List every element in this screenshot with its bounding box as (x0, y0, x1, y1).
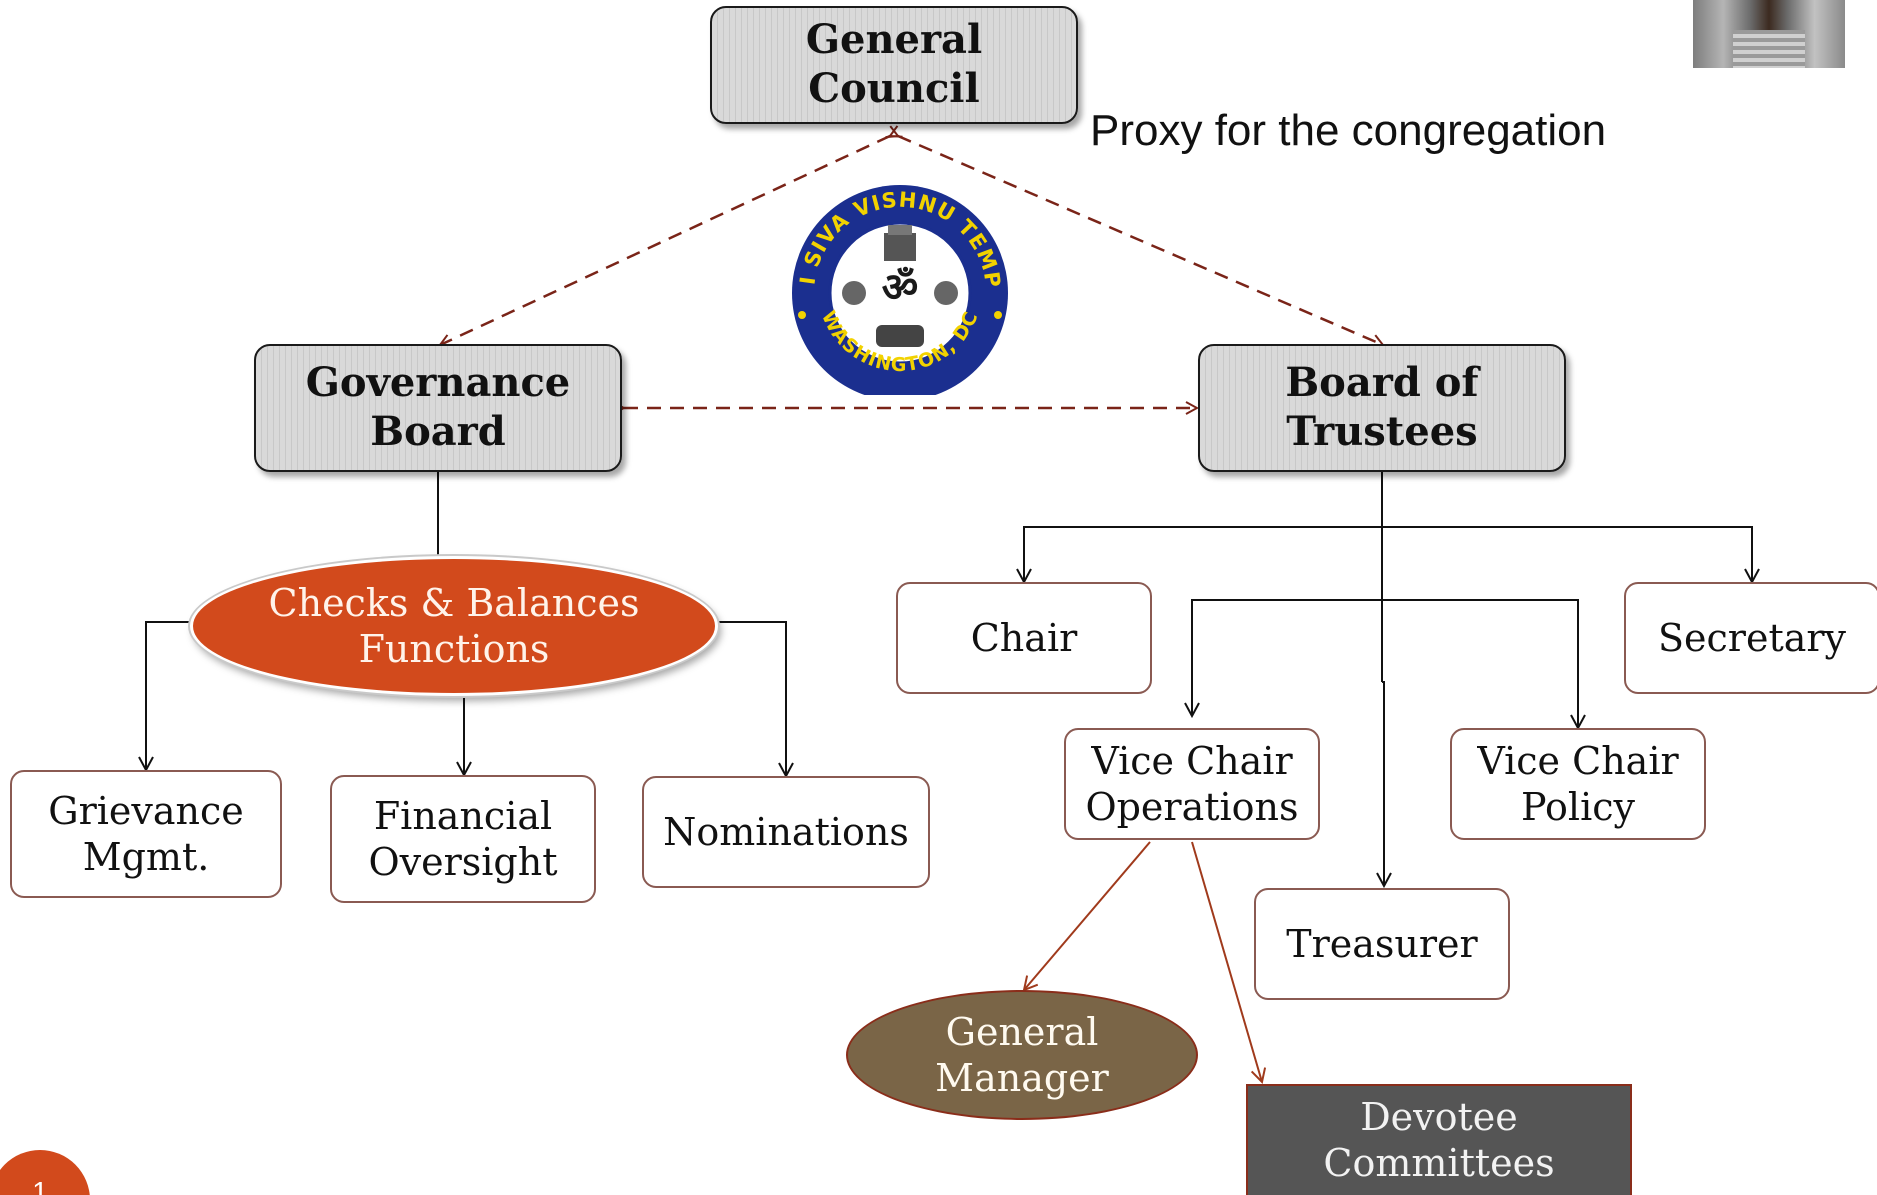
treasurer-label: Treasurer (1286, 921, 1478, 966)
treasurer-box: Treasurer (1254, 888, 1510, 1000)
governance-board-box: Governance Board (254, 344, 622, 472)
grievance-label: Grievance Mgmt. (48, 788, 244, 879)
chair-box: Chair (896, 582, 1152, 694)
temple-logo: SRI SIVA VISHNU TEMPLE WASHINGTON, DC ॐ (780, 175, 1008, 395)
general-council-box: General Council (710, 6, 1078, 124)
temple-photo (1693, 0, 1845, 68)
chair-label: Chair (970, 615, 1078, 660)
board-of-trustees-label: Board of Trustees (1285, 359, 1479, 455)
grievance-box: Grievance Mgmt. (10, 770, 282, 898)
general-council-label: General Council (805, 16, 983, 112)
nominations-box: Nominations (642, 776, 930, 888)
link-council-governance (440, 136, 890, 345)
nominations-label: Nominations (663, 809, 909, 854)
vice-chair-policy-label: Vice Chair Policy (1477, 738, 1679, 829)
checks-balances-oval: Checks & Balances Functions (190, 556, 718, 696)
financial-oversight-label: Financial Oversight (368, 793, 558, 884)
proxy-annotation: Proxy for the congregation (1090, 106, 1607, 155)
vice-chair-policy-box: Vice Chair Policy (1450, 728, 1706, 840)
svg-text:ॐ: ॐ (882, 265, 918, 311)
link-council-trustees (898, 136, 1383, 345)
checks-balances-label: Checks & Balances Functions (268, 580, 640, 671)
secretary-box: Secretary (1624, 582, 1877, 694)
general-manager-oval: General Manager (846, 990, 1198, 1120)
general-manager-label: General Manager (935, 1009, 1109, 1100)
devotee-committees-label: Devotee Committees (1323, 1095, 1555, 1186)
devotee-committees-box: Devotee Committees (1246, 1084, 1632, 1195)
financial-oversight-box: Financial Oversight (330, 775, 596, 903)
vice-chair-operations-label: Vice Chair Operations (1085, 738, 1299, 829)
vice-chair-operations-box: Vice Chair Operations (1064, 728, 1320, 840)
governance-board-label: Governance Board (305, 359, 571, 455)
secretary-label: Secretary (1657, 615, 1846, 660)
board-of-trustees-box: Board of Trustees (1198, 344, 1566, 472)
slide-number: 1 (32, 1176, 48, 1195)
